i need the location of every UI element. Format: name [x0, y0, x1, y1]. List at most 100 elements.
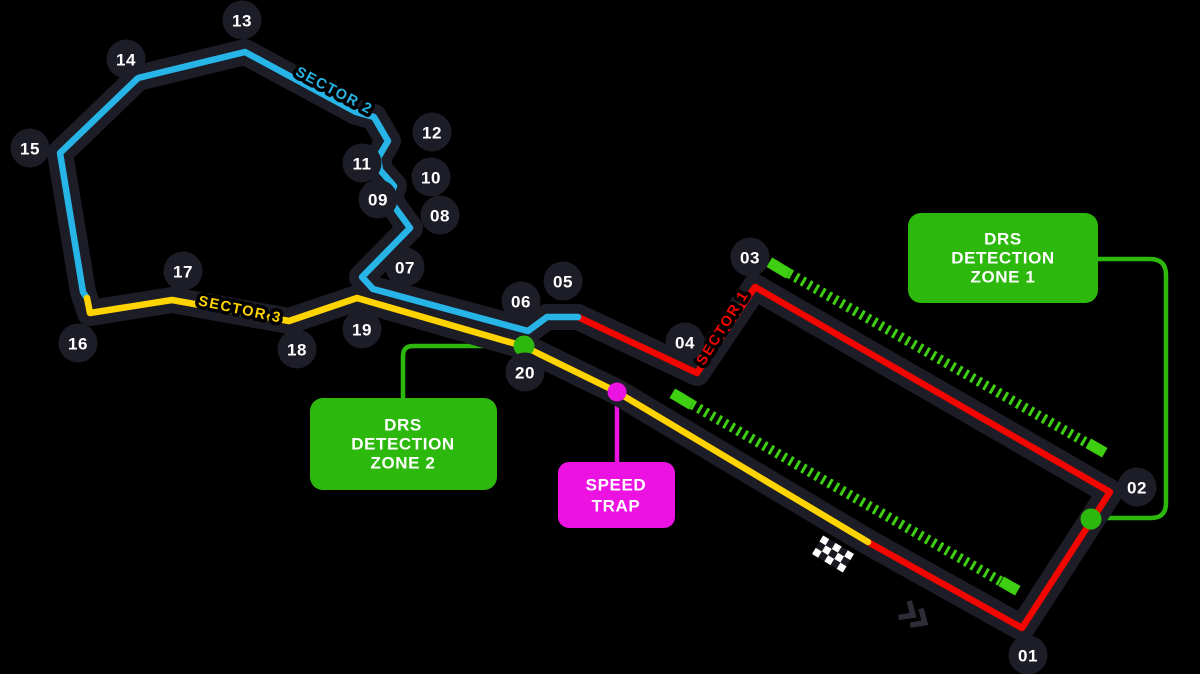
turn-marker-label: 19 [352, 321, 372, 340]
drs-zone-2-dashes [669, 388, 1021, 596]
checkered-flag-square [828, 549, 838, 559]
turn-markers: 01 02 03 04 05 06 07 08 09 10 11 12 13 14 15 16 17 18 19 20 [10, 0, 1157, 674]
turn-marker-circle [501, 281, 541, 321]
checkered-flag-icon [812, 535, 854, 573]
turn-marker-04: 04 [665, 322, 705, 362]
turn-marker-circle [358, 179, 398, 219]
turn-marker-label: 16 [68, 335, 88, 354]
checkered-flag-square [836, 562, 847, 573]
turn-marker-18: 18 [277, 329, 317, 369]
checkered-flag-square [844, 550, 854, 561]
drs-zone-2-text-line1: DRS [384, 416, 422, 435]
turn-marker-label: 03 [740, 249, 760, 268]
drs-detection-zone-2-box: DRS DETECTION ZONE 2 [310, 398, 497, 490]
turn-marker-circle [1008, 635, 1048, 674]
turn-marker-label: 06 [511, 293, 531, 312]
drs-zone-2-text-line2: DETECTION [351, 435, 455, 454]
turn-marker-17: 17 [163, 251, 203, 291]
checkered-flag-square [840, 556, 851, 567]
drs-zone-1-box-background [908, 213, 1098, 303]
turn-marker-label: 08 [430, 207, 450, 226]
checkered-flag-square [825, 539, 836, 550]
drs-zone-2-text-line3: ZONE 2 [370, 454, 435, 473]
turn-marker-12: 12 [412, 112, 452, 152]
drs-zone-2-connector-line [400, 343, 523, 403]
turn-marker-label: 05 [553, 273, 573, 292]
turn-marker-circle [385, 247, 425, 287]
drs-zone-1-dash-start-cap [766, 257, 792, 279]
checkered-flag-square [819, 535, 830, 546]
drs-zone-1-text-line2: DETECTION [951, 249, 1055, 268]
drs-zone-1-text-line1: DRS [984, 230, 1022, 249]
turn-marker-09: 09 [358, 179, 398, 219]
direction-arrows-icon [898, 600, 929, 628]
turn-marker-circle [1117, 467, 1157, 507]
turn-marker-label: 02 [1127, 479, 1147, 498]
drs-zone-2-dash-end-cap [998, 576, 1021, 596]
checkered-flag-square [831, 542, 842, 553]
turn-marker-06: 06 [501, 281, 541, 321]
direction-chevron-2 [909, 607, 929, 628]
drs-zone-1-dash-line [773, 261, 1104, 456]
turn-marker-label: 07 [395, 259, 415, 278]
turn-marker-circle [10, 128, 50, 168]
turn-marker-circle [412, 112, 452, 152]
speed-trap-box-background [558, 462, 675, 528]
turn-marker-circle [106, 39, 146, 79]
turn-marker-circle [163, 251, 203, 291]
drs-zone-2-dash-start-cap [669, 388, 695, 410]
drs-zone-1-text-line3: ZONE 1 [970, 268, 1035, 287]
turn-marker-circle [342, 143, 382, 183]
turn-marker-label: 01 [1018, 647, 1038, 666]
turn-marker-label: 20 [515, 364, 535, 383]
turn-marker-13: 13 [222, 0, 262, 40]
speed-trap-text-line1: SPEED [586, 476, 647, 495]
turn-marker-circle [665, 322, 705, 362]
speed-trap-dot [607, 382, 627, 402]
sector-1-line [574, 283, 1114, 632]
turn-marker-circle [543, 261, 583, 301]
turn-marker-circle [730, 237, 770, 277]
turn-marker-circle [58, 323, 98, 363]
checkered-flag-square [815, 541, 826, 552]
turn-marker-14: 14 [106, 39, 146, 79]
turn-marker-label: 10 [421, 169, 441, 188]
checkered-flag-square [824, 555, 835, 566]
turn-marker-circle [411, 157, 451, 197]
turn-marker-07: 07 [385, 247, 425, 287]
turn-marker-label: 09 [368, 191, 388, 210]
turn-marker-label: 04 [675, 334, 695, 353]
turn-marker-circle [420, 195, 460, 235]
track-outline [47, 39, 1123, 641]
drs-detection-zone-2-dot [513, 335, 535, 357]
turn-marker-label: 11 [353, 155, 372, 174]
drs-zone-1-connector-line [1092, 256, 1169, 521]
checkered-flag-square [812, 547, 822, 558]
turn-marker-02: 02 [1117, 467, 1157, 507]
turn-marker-label: 14 [116, 51, 136, 70]
turn-marker-15: 15 [10, 128, 50, 168]
checkered-flag-square [837, 546, 848, 557]
turn-marker-05: 05 [543, 261, 583, 301]
turn-marker-03: 03 [730, 237, 770, 277]
turn-marker-16: 16 [58, 323, 98, 363]
turn-marker-circle [277, 329, 317, 369]
turn-marker-circle [222, 0, 262, 40]
turn-marker-10: 10 [411, 157, 451, 197]
turn-marker-circle [505, 352, 545, 392]
turn-marker-01: 01 [1008, 635, 1048, 674]
drs-detection-zone-1-box: DRS DETECTION ZONE 1 [908, 213, 1098, 303]
checkered-flag-square [834, 552, 845, 563]
drs-zone-1-dash-end-cap [1085, 438, 1108, 458]
turn-marker-11: 11 [342, 143, 382, 183]
direction-chevron-1 [898, 600, 917, 621]
speed-trap-box: SPEED TRAP [558, 462, 675, 528]
turn-marker-circle [342, 309, 382, 349]
drs-zone-2-box-background [310, 398, 497, 490]
turn-marker-label: 18 [287, 341, 307, 360]
speed-trap-text-line2: TRAP [592, 497, 641, 516]
turn-marker-label: 13 [232, 12, 252, 31]
turn-marker-label: 17 [173, 263, 193, 282]
